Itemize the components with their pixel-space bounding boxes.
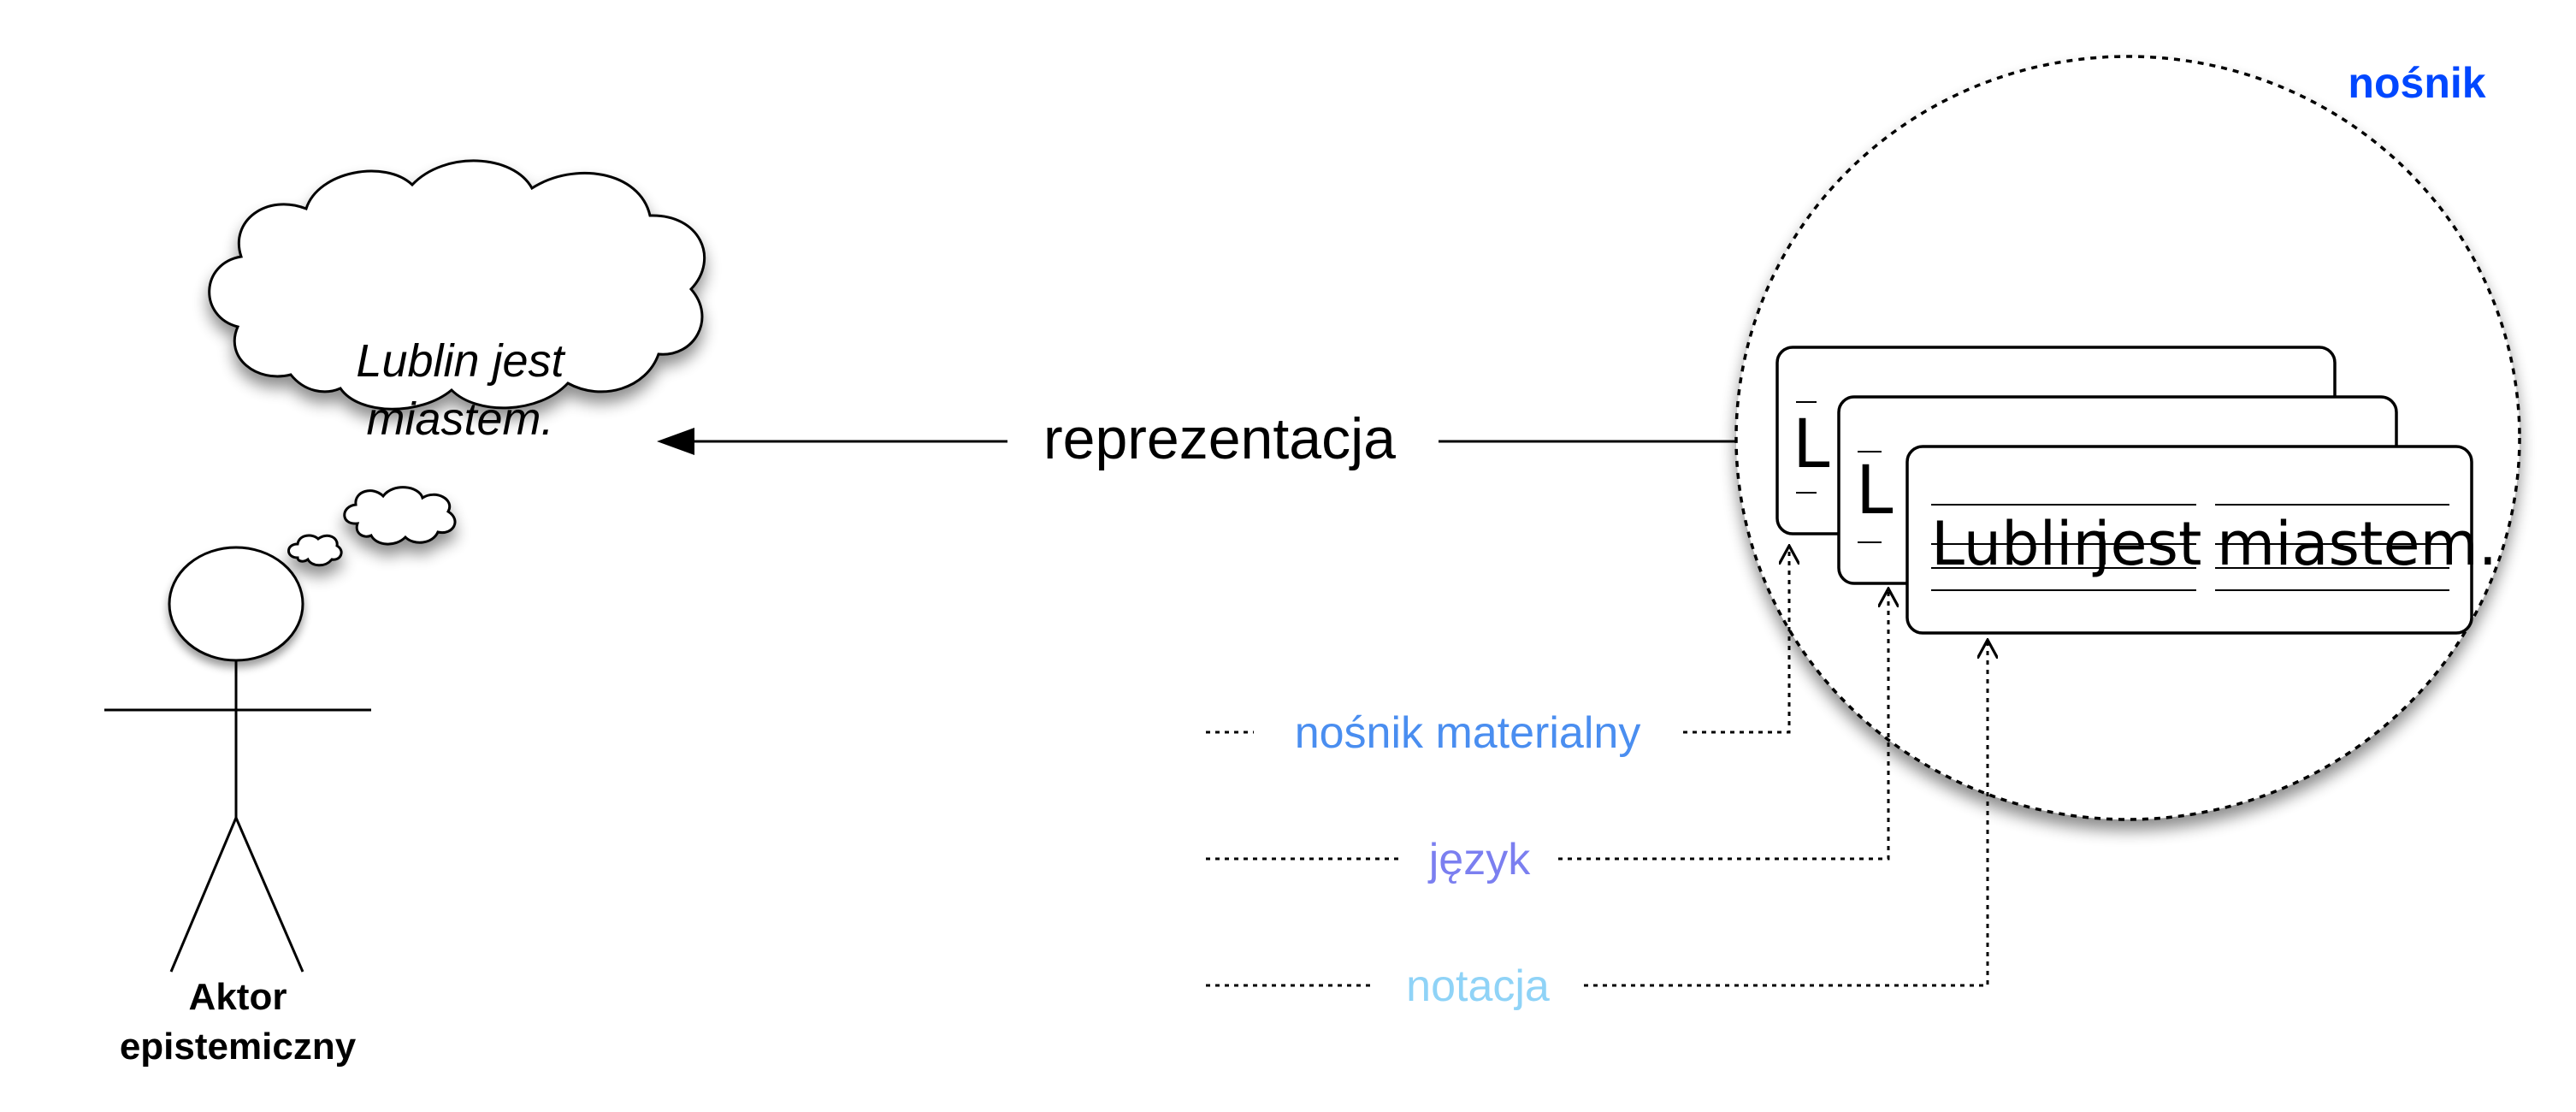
representation-label: reprezentacja [1043, 406, 1396, 471]
card-middle-initial: L [1856, 452, 1894, 529]
actor-figure [104, 546, 371, 973]
card-front-ruling [1931, 504, 2449, 591]
layer-notation-label: notacja [1406, 961, 1550, 1011]
thought-cloud [208, 159, 706, 567]
language-connector [1558, 589, 1888, 861]
thought-text-line2: miastem. [366, 393, 553, 445]
layer-material-label: nośnik materialny [1295, 708, 1641, 758]
card-word-1: Lublin [1931, 509, 2111, 579]
actor-left-leg [169, 817, 238, 973]
representation-arrowhead [657, 428, 694, 455]
thought-bubble-small [287, 534, 343, 567]
carrier-title: nośnik [2348, 59, 2485, 107]
card-front: Lublin jest miastem. [1905, 445, 2497, 635]
actor-label-line2: epistemiczny [120, 1026, 357, 1068]
layer-language-label: język [1427, 835, 1531, 884]
card-word-3: miastem. [2217, 509, 2497, 579]
card-word-2: jest [2092, 509, 2201, 579]
thought-text-line1: Lublin jest [356, 335, 565, 387]
actor-head [168, 546, 304, 662]
material-connector [1683, 546, 1789, 734]
actor-right-leg [234, 817, 304, 973]
thought-cloud-shape [208, 159, 706, 411]
actor-label-line1: Aktor [189, 976, 287, 1018]
notation-connector [1584, 640, 1988, 987]
thought-bubble-medium [343, 486, 457, 546]
card-back-initial: L [1793, 406, 1830, 483]
